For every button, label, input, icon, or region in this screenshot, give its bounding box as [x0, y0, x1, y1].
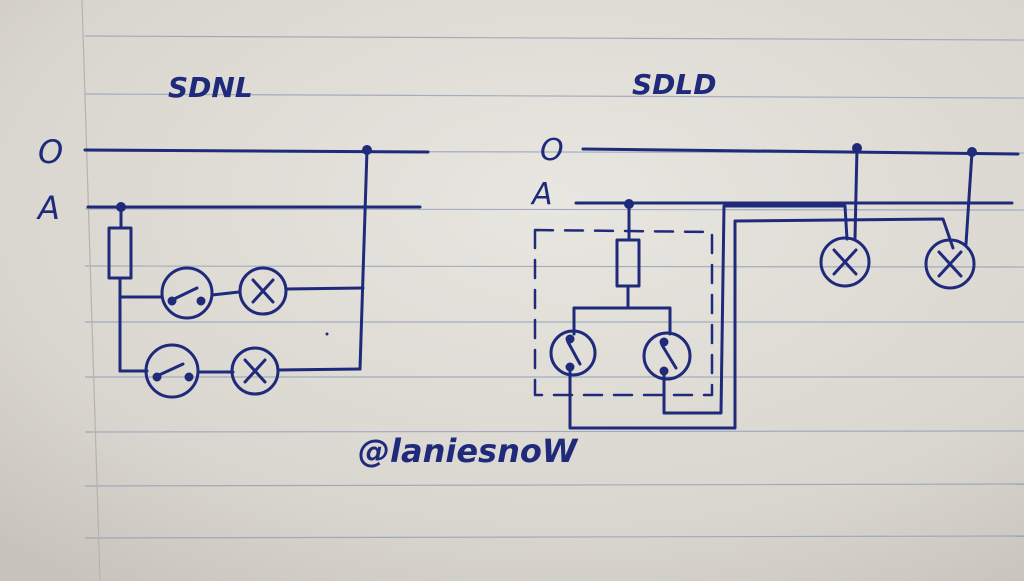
title-sdnl: SDNL	[168, 71, 253, 104]
wire-switch-2-out	[662, 204, 849, 415]
ink-dot	[325, 332, 329, 336]
label-line-a-right: A	[530, 177, 553, 212]
wire-switch-1-out	[568, 217, 955, 430]
title-sdld: SDLD	[632, 68, 717, 101]
wire-lamp-drop	[853, 146, 859, 240]
wire-branch-1	[210, 290, 241, 297]
wire-branch-1	[284, 286, 365, 291]
circuit-sdld: SDLD O A	[530, 68, 1020, 430]
lamp-icon	[238, 266, 288, 316]
lamp-icon	[924, 238, 976, 290]
label-line-o-right: O	[540, 133, 564, 168]
wire-branch-2	[276, 367, 362, 372]
signature: @laniesnoW	[358, 432, 579, 470]
wire-line-o-right	[581, 147, 1020, 156]
wire-line-o-left	[83, 148, 430, 154]
wire-lamp-drop	[964, 150, 974, 246]
margin-line	[81, 0, 101, 581]
wire-return-left	[358, 148, 369, 371]
switch-box-dashed	[533, 228, 714, 397]
circuit-sdnl: SDNL O A	[36, 71, 430, 399]
switch-icon	[549, 329, 597, 377]
switch-icon	[160, 266, 214, 320]
lamp-icon	[819, 236, 871, 288]
label-line-a-left: A	[36, 189, 60, 227]
label-line-o-left: O	[38, 133, 63, 171]
